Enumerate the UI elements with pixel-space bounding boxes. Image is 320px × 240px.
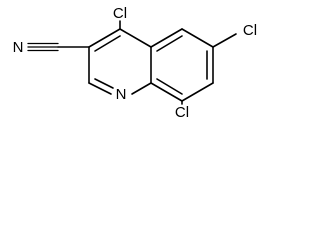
bond-c5-c6 (181, 28, 214, 48)
bond-c4-c4a (119, 28, 152, 48)
bond-c4a-c5 (150, 28, 183, 48)
ring-nitrogen-label: N (116, 86, 127, 103)
chlorine-label-c4: Cl (113, 5, 127, 22)
chlorine-label-c8: Cl (175, 104, 189, 120)
nitrile-nitrogen-label: N (13, 39, 24, 56)
bond-c4a-c5-inner (156, 35, 183, 52)
bond-c7-cl (212, 33, 237, 48)
chemical-structure-diagram: Cl Cl Cl N N (13, 5, 258, 120)
bond-c7-c8 (181, 82, 214, 102)
bond-c8-c8a-inner (156, 78, 183, 95)
bond-n1-c2 (88, 82, 112, 95)
bond-c8-c8a (150, 82, 183, 102)
bond-c3-c4-inner (94, 35, 121, 52)
bond-c8a-n1 (131, 82, 152, 95)
chlorine-label-c7: Cl (243, 22, 257, 39)
bond-c3-c4 (88, 28, 121, 48)
bond-n1-c2-inner (94, 78, 114, 89)
